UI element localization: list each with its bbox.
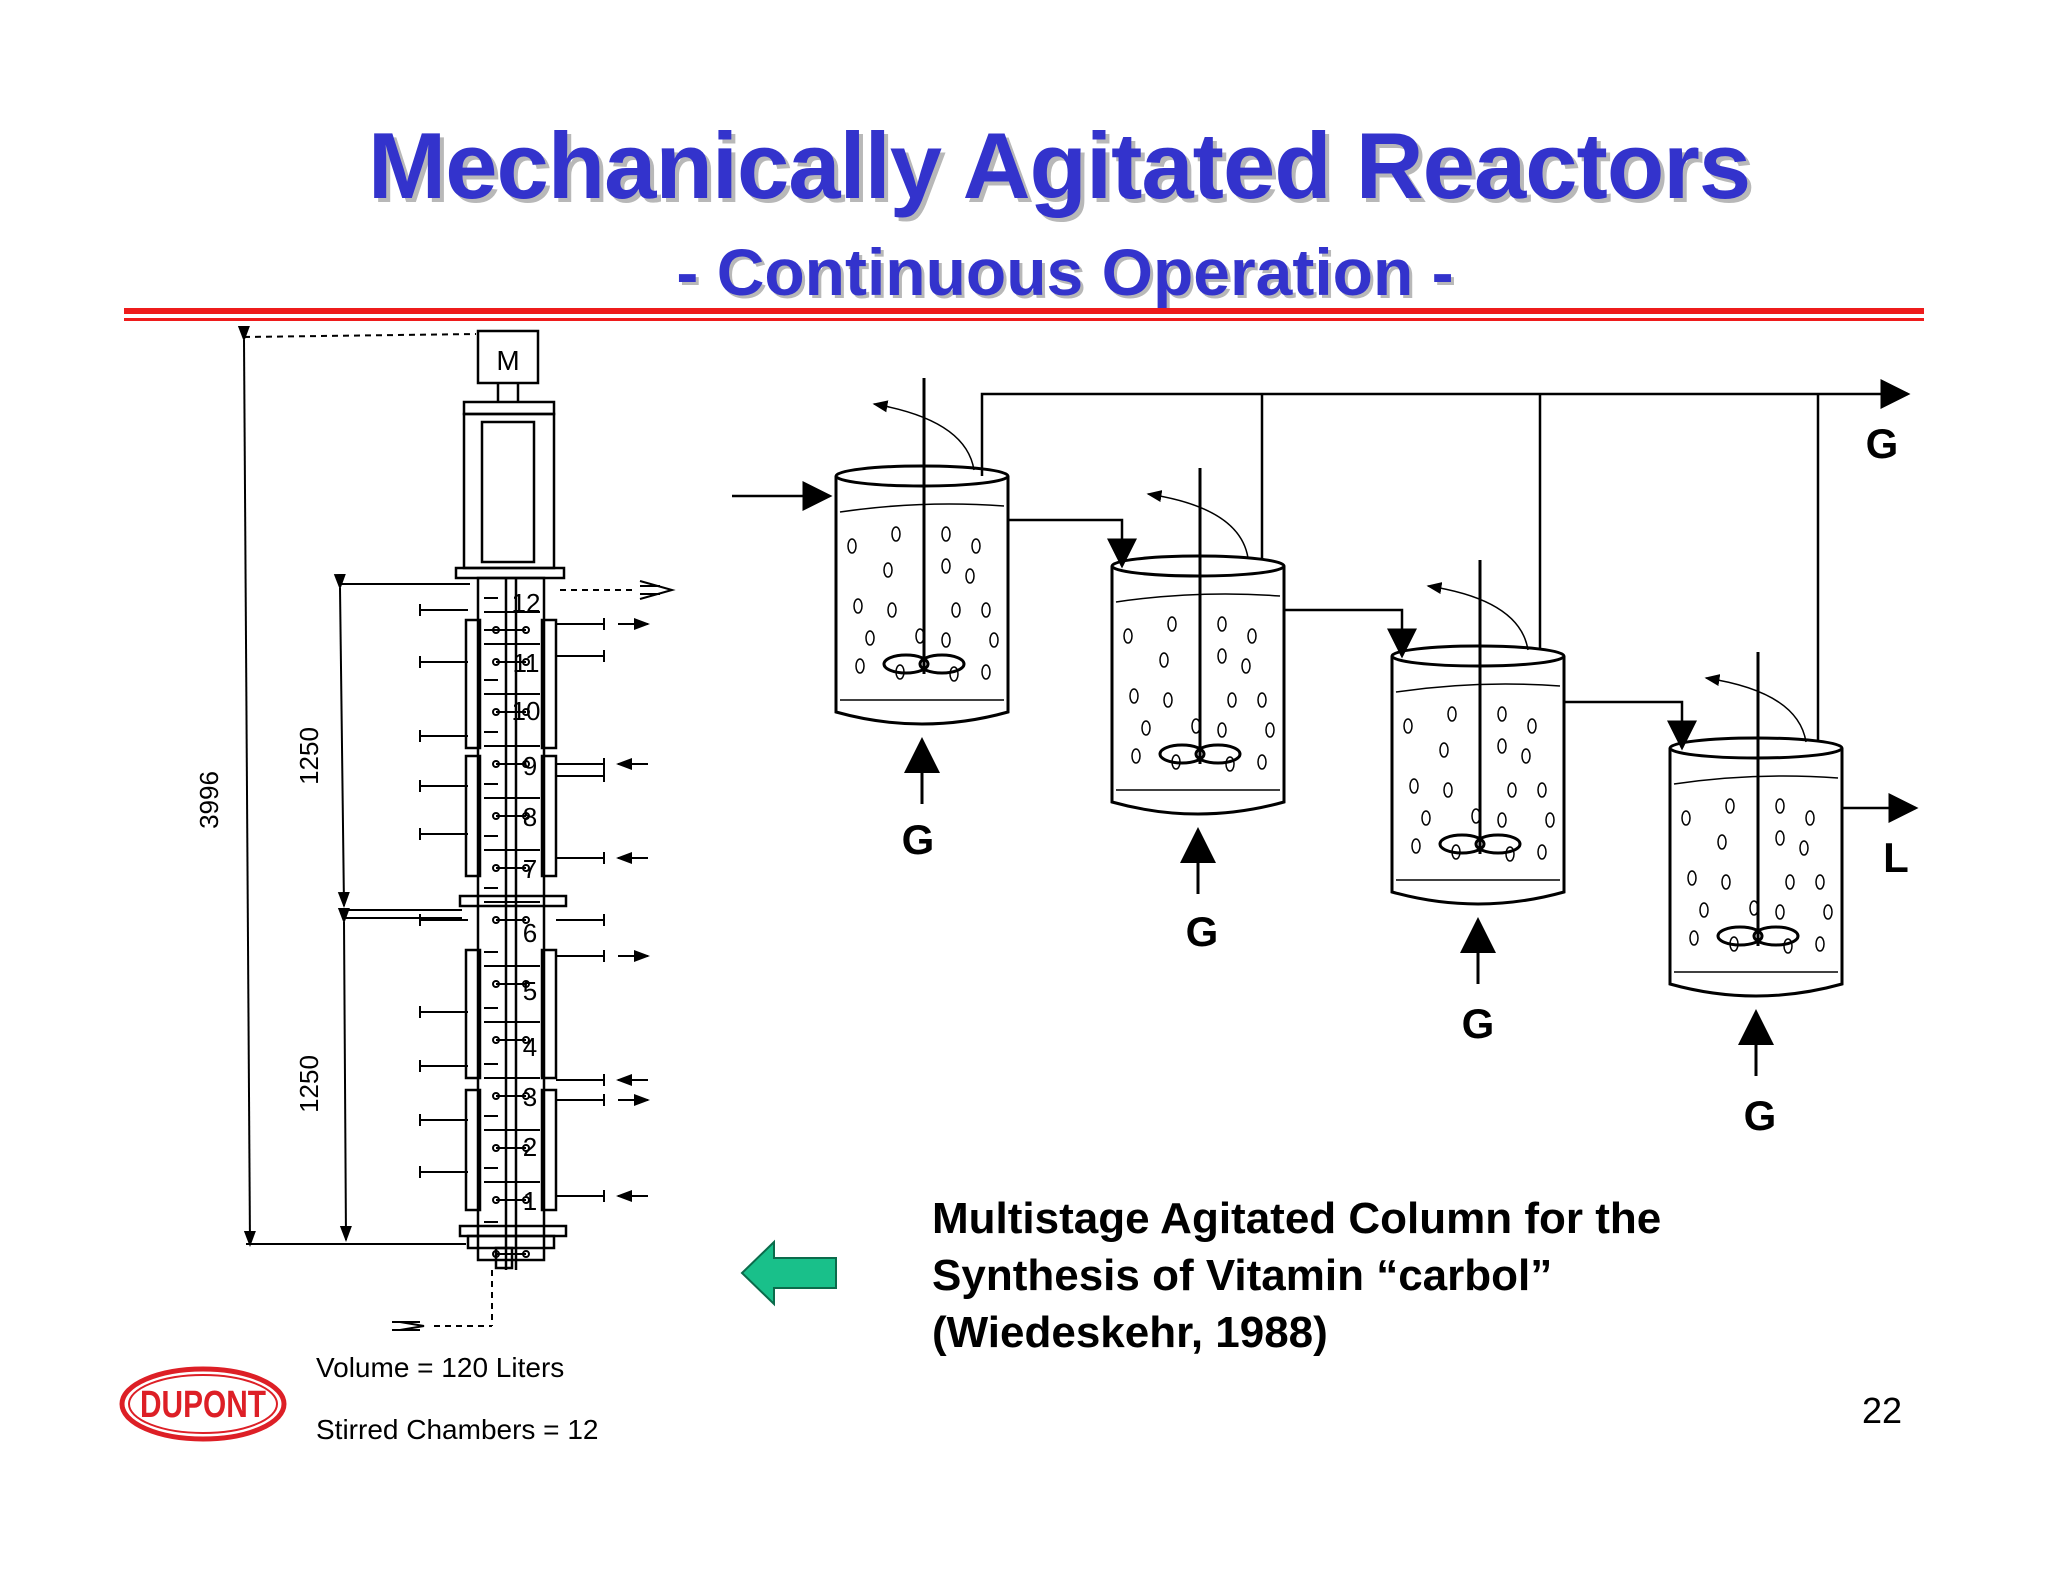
stirred-tank (1110, 468, 1286, 894)
column-stage-impeller (484, 1007, 540, 1044)
side-nozzle (419, 780, 468, 792)
section-height-lower-label: 1250 (294, 1055, 324, 1113)
column-stage-impeller (484, 887, 540, 924)
side-nozzle (419, 914, 468, 926)
chamber-number: 10 (512, 696, 541, 726)
column-stage-impeller (484, 1221, 540, 1258)
column-stage-impeller (484, 1063, 540, 1100)
stirred-tank (834, 378, 1010, 804)
gas-outlet-label: G (1866, 420, 1899, 467)
chamber-number: 6 (523, 918, 537, 948)
chamber-number: 2 (523, 1132, 537, 1162)
side-nozzle (556, 770, 605, 782)
column-nozzles (419, 604, 650, 1202)
chamber-number: 4 (523, 1032, 537, 1062)
column-stage-impeller (484, 629, 540, 666)
slide-subtitle: - Continuous Operation - (676, 235, 1454, 309)
chamber-number: 11 (513, 648, 540, 678)
stirred-tank (1668, 652, 1844, 1076)
title-divider (124, 308, 1924, 314)
slide-title: Mechanically Agitated Reactors (367, 113, 1751, 218)
figure-caption: Multistage Agitated Column for the Synth… (932, 1190, 1832, 1361)
chamber-number: 1 (523, 1186, 537, 1216)
side-nozzle (556, 650, 605, 662)
stirred-tanks (834, 378, 1844, 1076)
side-nozzle (556, 1074, 648, 1086)
side-nozzle (419, 1006, 468, 1018)
left-arrow-icon (740, 1239, 837, 1307)
gas-inlet-label: G (1744, 1092, 1777, 1139)
column-stage-impeller (484, 783, 540, 820)
dupont-logo: DUPONT (119, 1366, 287, 1442)
side-nozzle (556, 950, 650, 962)
side-nozzle (419, 604, 468, 616)
gas-inlet-label: G (902, 816, 935, 863)
logo-text: DUPONT (140, 1384, 266, 1426)
side-nozzle (556, 852, 648, 864)
column-stage-impeller (484, 951, 540, 988)
chamber-number: 3 (523, 1082, 537, 1112)
total-height-label: 3996 (194, 771, 224, 829)
chambers-spec: Stirred Chambers = 12 (316, 1414, 599, 1445)
column-stages (484, 597, 540, 1258)
chamber-number: 12 (512, 588, 541, 618)
side-nozzle (556, 1190, 648, 1202)
column-stage-impeller (484, 597, 540, 634)
section-dimension-lines (333, 573, 470, 1242)
column-stage-impeller (484, 731, 540, 768)
page-number: 22 (1862, 1390, 1903, 1431)
column-stage-impeller (484, 1167, 540, 1204)
side-nozzle (419, 656, 468, 668)
chamber-number: 8 (523, 802, 537, 832)
liquid-outlet-label: L (1883, 834, 1909, 881)
volume-spec: Volume = 120 Liters (316, 1352, 565, 1383)
title-divider-thin (124, 318, 1924, 321)
side-nozzle (556, 1094, 650, 1106)
side-nozzle (419, 1060, 468, 1072)
side-nozzle (419, 1166, 468, 1178)
chamber-number: 5 (523, 976, 537, 1006)
caption-line-1: Multistage Agitated Column for the (932, 1194, 1662, 1243)
column-stage-impeller (484, 1115, 540, 1152)
column-stage-impeller (484, 835, 540, 872)
column-stage-impeller (484, 679, 540, 716)
motor-label: M (496, 345, 519, 376)
gas-inlet-label: G (1462, 1000, 1495, 1047)
side-nozzle (556, 914, 605, 926)
caption-line-2: Synthesis of Vitamin “carbol” (932, 1251, 1553, 1300)
side-nozzle (419, 1114, 468, 1126)
chamber-number: 9 (523, 751, 537, 781)
chamber-number: 7 (523, 854, 537, 884)
gas-inlet-label: G (1186, 908, 1219, 955)
stirred-tank (1390, 560, 1566, 984)
caption-line-3: (Wiedeskehr, 1988) (932, 1308, 1328, 1357)
side-nozzle (556, 618, 650, 630)
side-nozzle (419, 828, 468, 840)
gas-header (732, 379, 1919, 823)
side-nozzle (419, 730, 468, 742)
column-flow-lines (392, 580, 676, 1331)
overall-dimension-line (237, 325, 477, 1247)
side-nozzle (556, 758, 648, 770)
section-height-upper-label: 1250 (294, 727, 324, 785)
